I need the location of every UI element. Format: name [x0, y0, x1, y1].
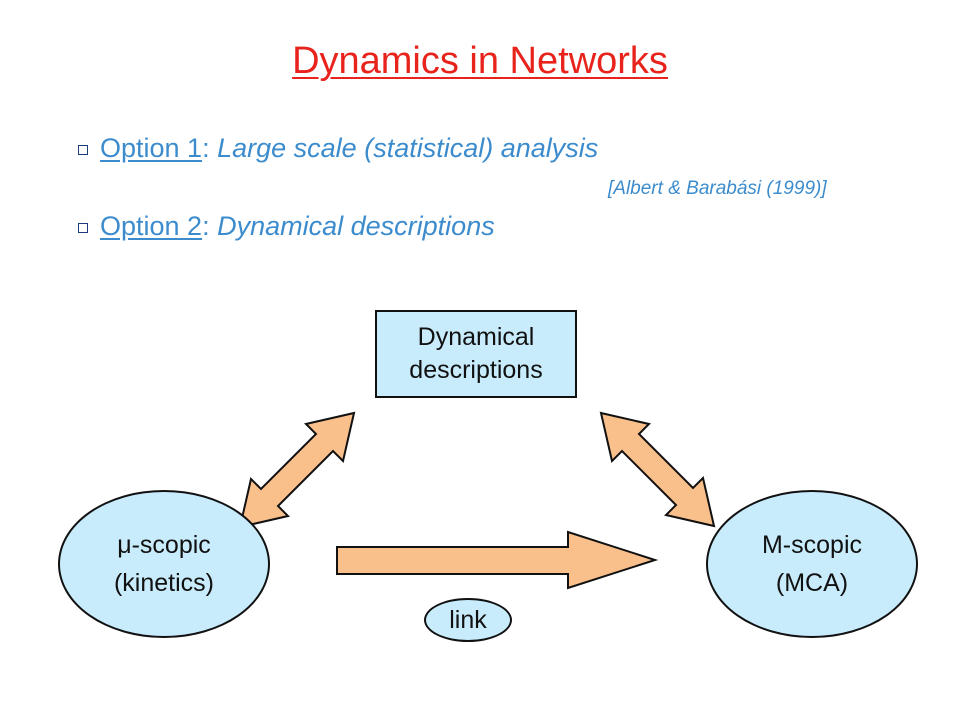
- reference-citation: [Albert & Barabási (1999)]: [608, 178, 827, 199]
- bullet-option-2: Option 2: Dynamical descriptions: [78, 210, 495, 242]
- left-node-line1: μ-scopic: [117, 531, 211, 559]
- bullet-option-1: Option 1: Large scale (statistical) anal…: [78, 132, 598, 164]
- macro-scopic-node: M-scopic (MCA): [706, 490, 918, 638]
- option-2-separator: :: [202, 211, 210, 241]
- option-1-description: Large scale (statistical) analysis: [217, 133, 599, 163]
- dynamical-descriptions-box: Dynamical descriptions: [375, 310, 577, 398]
- link-label: link: [449, 605, 487, 634]
- option-2-label: Option 2: [100, 211, 203, 241]
- slide-title-text: Dynamics in Networks: [292, 40, 668, 82]
- right-node-line1: M-scopic: [761, 531, 862, 559]
- link-arrow: [336, 530, 659, 590]
- option-2-description: Dynamical descriptions: [217, 211, 495, 241]
- top-box-line1: Dynamical: [417, 323, 535, 351]
- double-arrow-left: [238, 411, 356, 529]
- slide-title: Dynamics in Networks: [0, 38, 960, 84]
- option-1-separator: :: [202, 133, 210, 163]
- option-1-label: Option 1: [100, 133, 203, 163]
- link-label-node: link: [424, 598, 512, 642]
- checkbox-bullet-icon: [78, 223, 88, 233]
- checkbox-bullet-icon: [78, 145, 88, 155]
- micro-scopic-node: μ-scopic (kinetics): [58, 490, 270, 638]
- left-node-line2: (kinetics): [113, 569, 214, 597]
- double-arrow-right: [599, 411, 716, 528]
- right-node-line2: (MCA): [775, 569, 849, 597]
- top-box-line2: descriptions: [409, 356, 543, 384]
